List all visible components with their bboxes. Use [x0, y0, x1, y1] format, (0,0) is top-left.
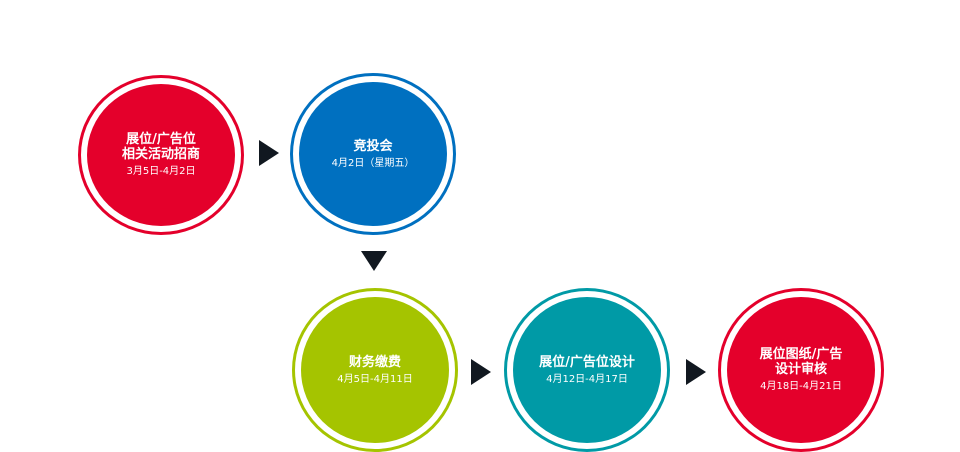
arrow-right-icon [686, 359, 706, 385]
step-5-circle: 展位图纸/广告 设计审核 4月18日-4月21日 [718, 288, 884, 452]
step-4-title: 展位/广告位设计 [539, 354, 635, 370]
step-1-title: 展位/广告位 相关活动招商 [121, 132, 200, 162]
step-4-date: 4月12日-4月17日 [546, 373, 628, 385]
step-5-fill: 展位图纸/广告 设计审核 4月18日-4月21日 [727, 297, 875, 443]
step-1-circle: 展位/广告位 相关活动招商 3月5日-4月2日 [78, 75, 244, 235]
step-2-date: 4月2日（星期五） [331, 157, 415, 169]
arrow-down-icon [361, 251, 387, 271]
step-4-circle: 展位/广告位设计 4月12日-4月17日 [504, 288, 670, 452]
step-3-date: 4月5日-4月11日 [337, 373, 413, 385]
step-2-fill: 竞投会 4月2日（星期五） [299, 82, 447, 226]
step-5-date: 4月18日-4月21日 [760, 381, 842, 392]
step-3-circle: 财务缴费 4月5日-4月11日 [292, 288, 458, 452]
arrow-right-icon [259, 140, 279, 166]
arrow-right-icon [471, 359, 491, 385]
step-1-fill: 展位/广告位 相关活动招商 3月5日-4月2日 [87, 84, 235, 226]
step-3-title: 财务缴费 [348, 354, 401, 370]
step-3-fill: 财务缴费 4月5日-4月11日 [301, 297, 449, 443]
step-2-circle: 竞投会 4月2日（星期五） [290, 73, 456, 235]
step-4-fill: 展位/广告位设计 4月12日-4月17日 [513, 297, 661, 443]
step-5-title: 展位图纸/广告 设计审核 [759, 347, 843, 377]
step-2-title: 竞投会 [353, 138, 393, 154]
step-1-date: 3月5日-4月2日 [126, 166, 196, 177]
